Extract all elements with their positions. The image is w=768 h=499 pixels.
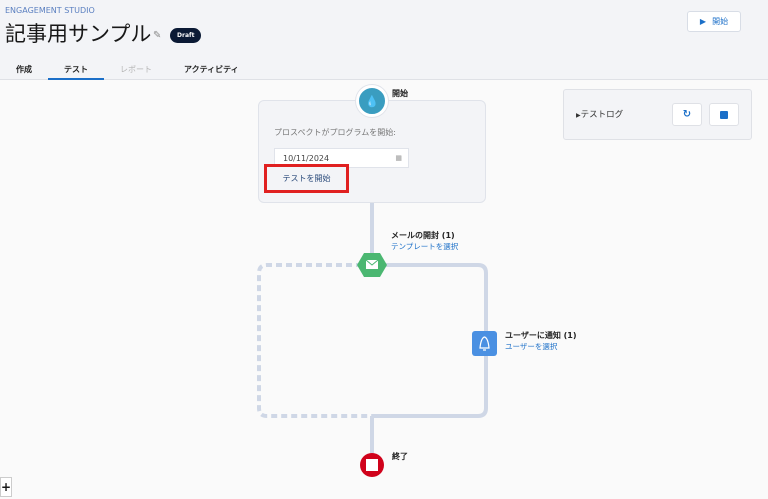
select-user-link[interactable]: ユーザーを選択 bbox=[505, 342, 558, 351]
no-branch-line bbox=[257, 263, 372, 418]
end-node-label: 終了 bbox=[392, 452, 408, 461]
status-badge: Draft bbox=[170, 28, 202, 43]
email-node-label: メールの開封 (1) bbox=[391, 231, 455, 240]
bell-icon bbox=[479, 336, 490, 351]
zoom-in-button[interactable]: + bbox=[0, 477, 12, 497]
app-eyebrow: ENGAGEMENT STUDIO bbox=[5, 6, 95, 15]
notify-node-label: ユーザーに通知 (1) bbox=[505, 331, 577, 340]
tab-build[interactable]: 作成 bbox=[16, 65, 32, 74]
refresh-button[interactable]: ↻ bbox=[672, 103, 702, 126]
yes-branch-line bbox=[372, 263, 488, 418]
refresh-icon: ↻ bbox=[682, 109, 692, 120]
start-label: 開始 bbox=[712, 17, 729, 26]
start-program-button[interactable]: ▶ 開始 bbox=[687, 11, 741, 32]
tab-test[interactable]: テスト bbox=[48, 60, 104, 80]
start-card: プロスペクトがプログラムを開始: 10/11/2024 ▦ テストを開始 bbox=[258, 100, 486, 203]
caret-right-icon: ▶ bbox=[576, 112, 581, 119]
tab-bar: 作成 テスト レポート アクティビティ bbox=[0, 60, 255, 80]
test-log-toggle[interactable]: ▶テストログ bbox=[576, 108, 623, 120]
start-node-label: 開始 bbox=[392, 89, 408, 98]
start-prompt: プロスペクトがプログラムを開始: bbox=[274, 128, 396, 137]
page-title: 記事用サンプル bbox=[5, 22, 152, 46]
tab-report: レポート bbox=[120, 65, 152, 74]
stop-button[interactable] bbox=[709, 103, 739, 126]
play-icon: ▶ bbox=[699, 17, 707, 26]
test-log-panel: ▶テストログ ↻ bbox=[563, 89, 752, 140]
start-test-button[interactable]: テストを開始 bbox=[264, 164, 349, 193]
stop-icon bbox=[366, 459, 378, 471]
calendar-icon[interactable]: ▦ bbox=[395, 154, 402, 162]
select-template-link[interactable]: テンプレートを選択 bbox=[391, 242, 459, 251]
notify-node-box bbox=[472, 331, 497, 356]
envelope-flap bbox=[365, 259, 379, 266]
test-log-label: テストログ bbox=[580, 110, 624, 120]
date-value: 10/11/2024 bbox=[283, 154, 330, 163]
stop-icon bbox=[720, 110, 728, 119]
edit-pencil-icon[interactable]: ✎ bbox=[153, 30, 162, 41]
header: ENGAGEMENT STUDIO 記事用サンプル ✎ Draft 作成 テスト… bbox=[0, 0, 768, 80]
start-node-icon[interactable]: 💧 bbox=[356, 85, 388, 117]
tab-activity[interactable]: アクティビティ bbox=[184, 65, 239, 74]
